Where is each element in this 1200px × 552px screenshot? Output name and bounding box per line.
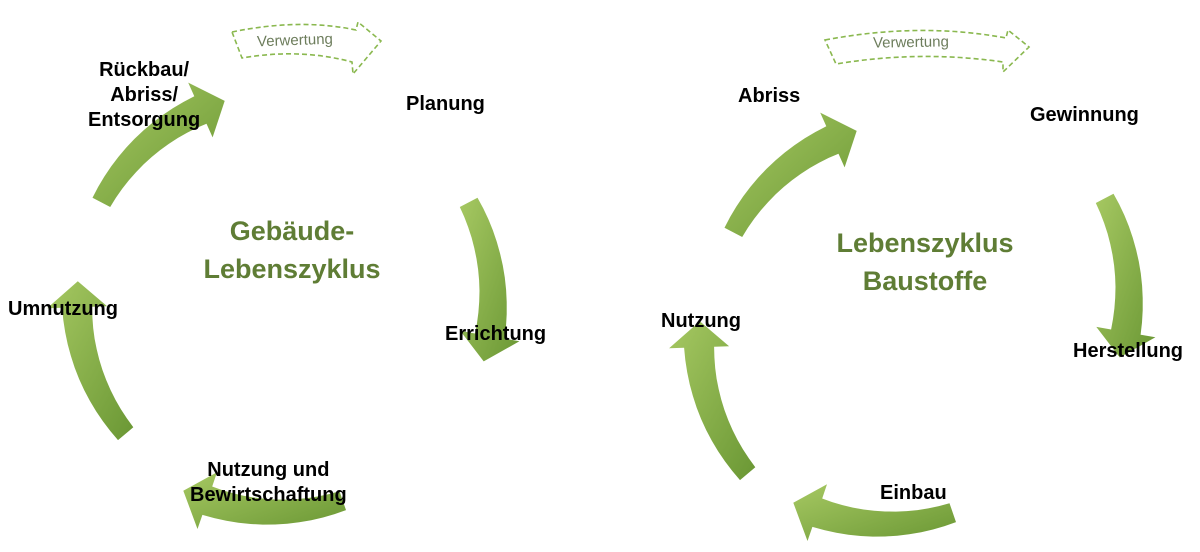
right-recycling-dashed-arrow: [823, 28, 1031, 74]
right-arrow-herstellung-to-einbau: [669, 321, 756, 481]
right-stage-gewinnung: Gewinnung: [1030, 104, 1139, 126]
left-stage-planung: Planung: [406, 93, 485, 115]
right-cycle-title: Lebenszyklus Baustoffe: [836, 228, 1014, 296]
right-stage-herstellung: Herstellung: [1073, 340, 1184, 362]
left-stage-errichtung: Errichtung: [445, 323, 547, 345]
left-stage-rueckbau: Rückbau/ Abriss/ Entsorgung: [88, 59, 201, 131]
left-arrow-errichtung-to-nutzung: [47, 281, 134, 441]
left-cycle-title: Gebäude- Lebenszyklus: [203, 216, 381, 284]
left-stage-nutzung-bewirtschaftung: Nutzung und Bewirtschaftung: [190, 459, 347, 506]
right-arrow-nutzung-to-abriss: [1095, 193, 1156, 358]
right-arrow-einbau-to-nutzung: [724, 112, 857, 237]
right-stage-abriss: Abriss: [738, 85, 801, 107]
right-stage-einbau: Einbau: [880, 482, 947, 504]
left-recycling-label: Verwertung: [256, 30, 334, 51]
right-recycling-label: Verwertung: [872, 33, 950, 52]
left-recycling-dashed-arrow: [230, 20, 383, 76]
right-stage-nutzung: Nutzung: [661, 310, 741, 332]
right-arrow-gewinnung-to-herstellung: [793, 484, 956, 541]
left-arrow-nutzung-to-umnutzung: [92, 82, 225, 207]
left-arrow-planung-to-errichtung: [183, 472, 346, 529]
left-stage-umnutzung: Umnutzung: [8, 298, 118, 320]
left-arrow-umnutzung-to-rueckbau: [459, 197, 520, 362]
